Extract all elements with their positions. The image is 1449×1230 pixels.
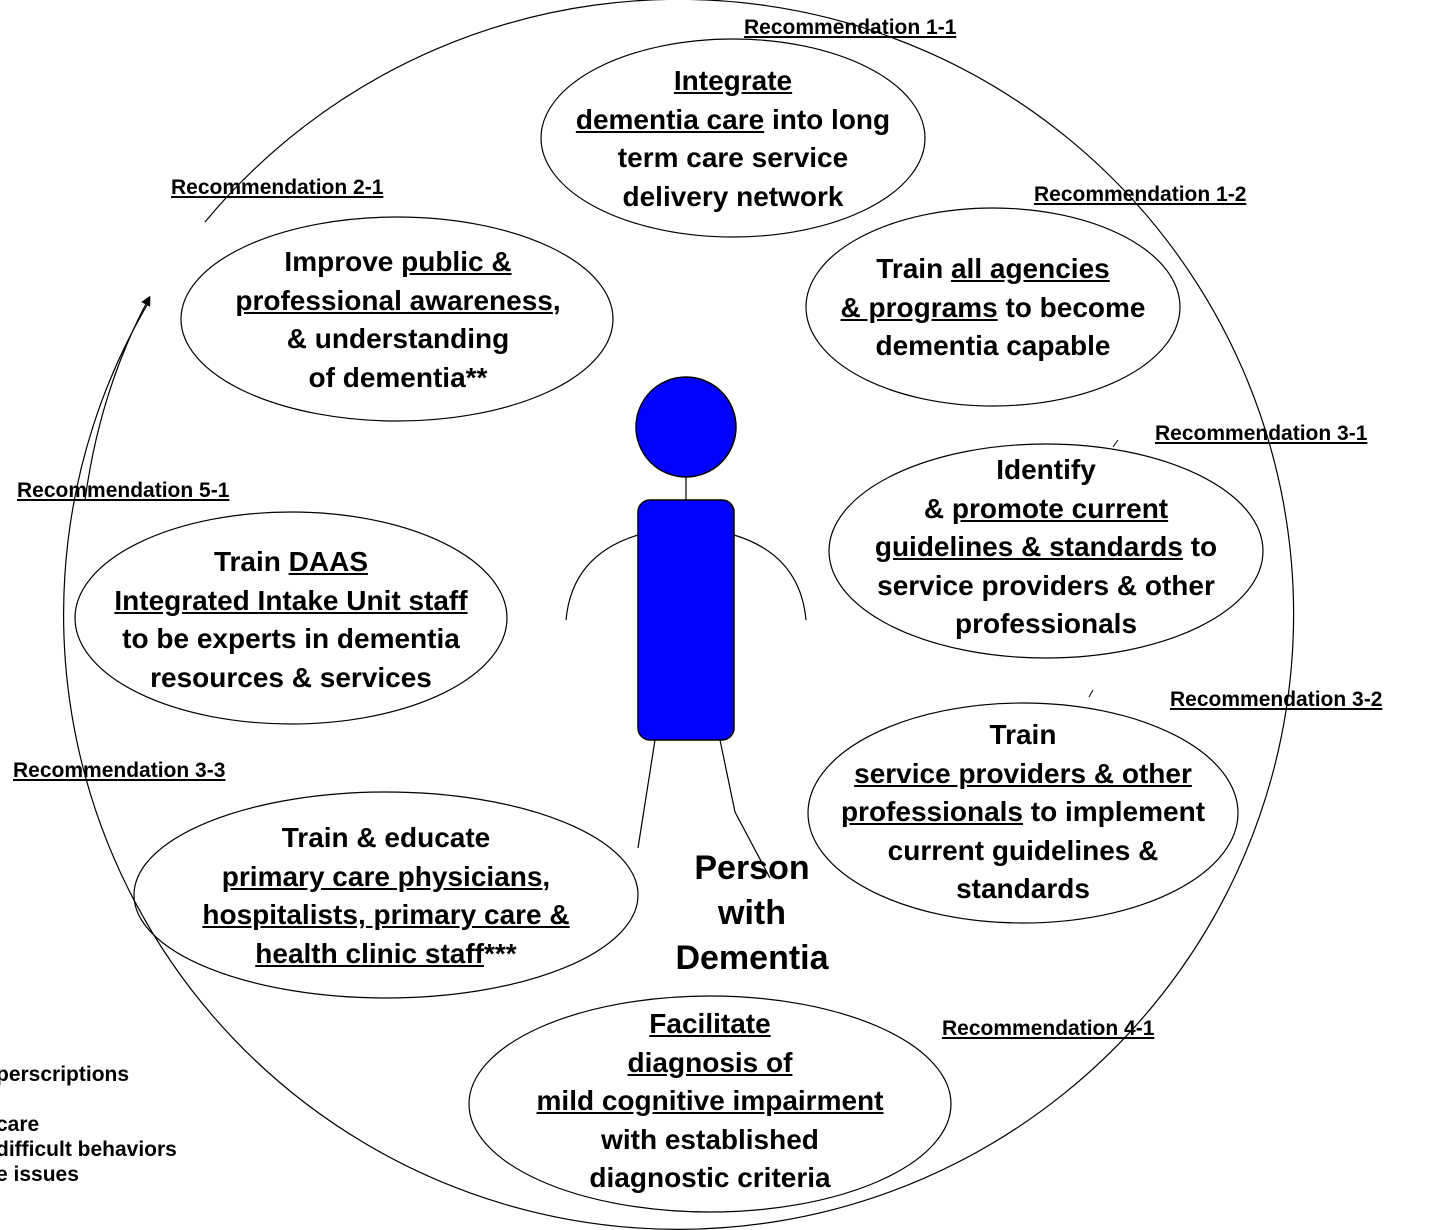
tick-3-2 xyxy=(1088,689,1094,698)
person-left-leg xyxy=(637,739,656,849)
tick-3-1 xyxy=(1112,439,1119,448)
b1-2-line3: dementia capable xyxy=(875,330,1111,361)
person-caption-line3: Dementia xyxy=(675,939,829,977)
b3-2-line2: service providers & other xyxy=(854,757,1192,789)
footnote-1: perscriptions xyxy=(0,1063,130,1086)
b3-1-line4: service providers & other xyxy=(877,569,1215,601)
text-rec-3-2: Train service providers & other professi… xyxy=(813,716,1233,909)
b2-1-line1a: Improve xyxy=(284,246,402,277)
b1-1-line2b: into long xyxy=(764,103,891,135)
outer-circle xyxy=(62,0,1295,1230)
ellipse-5-1 xyxy=(74,511,508,725)
b1-1-line3: term care service xyxy=(617,142,849,173)
b1-2-line1a: Train xyxy=(876,253,951,284)
label-rec-1-2: Recommendation 1-2 xyxy=(1034,183,1247,206)
cycle-arrow xyxy=(84,295,151,501)
person-body xyxy=(637,499,735,741)
b3-3-line2b: , xyxy=(542,860,551,892)
b1-1-line4: delivery network xyxy=(622,180,844,212)
text-rec-1-2: Train all agencies & programs to become … xyxy=(793,250,1193,366)
b5-1-line2: Integrated Intake Unit staff xyxy=(114,584,468,616)
text-rec-1-1: Integrate dementia care into long term c… xyxy=(533,62,933,216)
person-left-arm xyxy=(565,534,639,621)
footnote-4: e issues xyxy=(0,1163,79,1186)
person-caption: Person with Dementia xyxy=(632,846,872,981)
b3-2-line3b: to implement xyxy=(1023,796,1206,827)
b5-1-line1b: DAAS xyxy=(288,546,369,577)
person-caption-line2: with xyxy=(718,894,786,932)
b3-1-line2b: promote current xyxy=(951,492,1169,524)
person-right-arm xyxy=(733,534,807,621)
b3-1-line1: Identify xyxy=(996,454,1096,485)
b3-3-line4b: *** xyxy=(484,937,517,969)
ellipse-2-1 xyxy=(180,216,614,422)
ellipse-1-2 xyxy=(805,207,1181,407)
b3-1-line2a: & xyxy=(923,492,952,524)
footnote-3: difficult behaviors xyxy=(0,1138,177,1161)
b4-1-line3: mild cognitive impairment xyxy=(536,1085,884,1116)
ellipse-3-2 xyxy=(807,702,1239,924)
ellipse-3-3 xyxy=(133,791,639,999)
label-rec-2-1: Recommendation 2-1 xyxy=(171,176,384,199)
ellipse-4-1 xyxy=(468,995,952,1213)
label-rec-3-2: Recommendation 3-2 xyxy=(1170,688,1383,711)
person-head xyxy=(635,376,737,478)
b3-3-line2a: primary care physicians xyxy=(221,860,543,892)
label-rec-4-1: Recommendation 4-1 xyxy=(942,1017,1155,1040)
b3-2-line3a: professionals xyxy=(840,796,1024,827)
b3-3-line1: Train & educate xyxy=(281,822,491,853)
b3-1-line3a: guidelines & standards xyxy=(874,531,1183,562)
b1-1-line1: Integrate xyxy=(673,65,793,96)
person-caption-line1: Person xyxy=(694,849,810,887)
b2-1-line2b: , xyxy=(552,284,561,316)
b1-2-line2b: to become xyxy=(997,291,1146,323)
b3-2-line4: current guidelines & xyxy=(887,834,1159,866)
b5-1-line3: to be experts in dementia xyxy=(122,623,460,654)
b4-1-line2: diagnosis of xyxy=(627,1046,793,1078)
b3-1-line3b: to xyxy=(1182,531,1218,562)
text-rec-2-1: Improve public & professional awareness,… xyxy=(198,243,598,397)
b3-3-line3: hospitalists, primary care & xyxy=(202,899,570,930)
b1-2-line2a: & programs xyxy=(840,291,998,323)
b1-2-line1b: all agencies xyxy=(950,253,1110,284)
text-rec-4-1: Facilitate diagnosis of mild cognitive i… xyxy=(500,1005,920,1198)
text-rec-5-1: Train DAAS Integrated Intake Unit staff … xyxy=(81,543,501,697)
b3-2-line1: Train xyxy=(989,719,1057,750)
b2-1-line1b: public & xyxy=(401,246,512,277)
label-rec-1-1: Recommendation 1-1 xyxy=(744,16,957,39)
text-rec-3-3: Train & educate primary care physicians,… xyxy=(176,819,596,973)
label-rec-5-1: Recommendation 5-1 xyxy=(17,479,230,502)
b4-1-line5: diagnostic criteria xyxy=(589,1162,831,1193)
label-rec-3-1: Recommendation 3-1 xyxy=(1155,422,1368,445)
b4-1-line1: Facilitate xyxy=(649,1008,771,1039)
text-rec-3-1: Identify & promote current guidelines & … xyxy=(836,451,1256,644)
b5-1-line4: resources & services xyxy=(150,661,432,693)
ellipse-1-1 xyxy=(540,38,926,238)
b3-2-line5: standards xyxy=(956,873,1090,904)
b2-1-line4: of dementia** xyxy=(308,361,488,393)
b2-1-line3: & understanding xyxy=(286,323,510,354)
b1-1-line2a: dementia care xyxy=(575,103,765,135)
b4-1-line4: with established xyxy=(601,1123,819,1155)
b3-3-line4a: health clinic staff xyxy=(255,937,484,969)
label-rec-3-3: Recommendation 3-3 xyxy=(13,759,226,782)
footnotes: perscriptions care difficult behaviors e… xyxy=(0,1062,177,1187)
b3-1-line5: professionals xyxy=(954,608,1138,639)
ellipse-3-1 xyxy=(828,443,1264,659)
footnote-2: care xyxy=(0,1113,40,1136)
person-right-leg xyxy=(719,739,771,879)
b2-1-line2a: professional awareness xyxy=(235,284,553,316)
b5-1-line1a: Train xyxy=(213,546,289,577)
